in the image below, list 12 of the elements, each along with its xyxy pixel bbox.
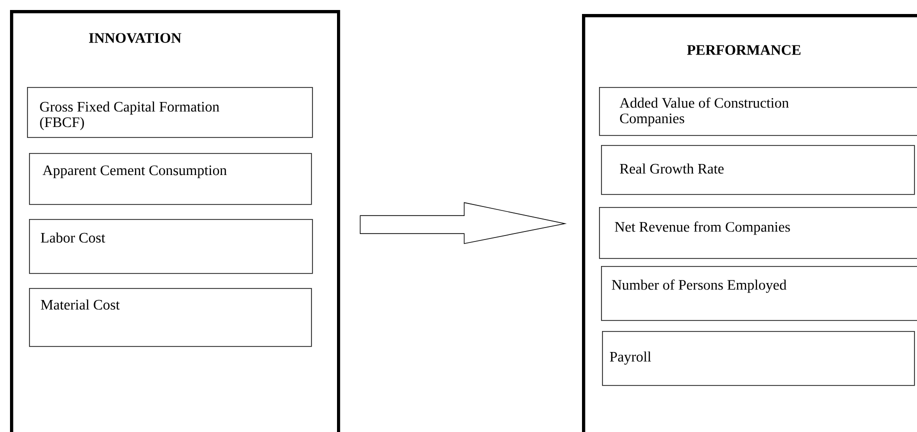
process-box: Added Value of Construction Companies <box>599 87 917 136</box>
panel-title: INNOVATION <box>89 33 182 43</box>
process-box: Number of Persons Employed <box>601 266 917 321</box>
panel-title: PERFORMANCE <box>687 45 800 55</box>
process-box: Real Growth Rate <box>601 145 915 195</box>
process-box: Material Cost <box>29 288 312 347</box>
process-box: Labor Cost <box>29 219 313 274</box>
process-box: Net Revenue from Companies <box>599 207 917 259</box>
block-arrow <box>360 202 567 244</box>
process-box: Apparent Cement Consumption <box>29 153 312 205</box>
process-box: Payroll <box>602 331 915 386</box>
process-box: Gross Fixed Capital Formation (FBCF) <box>27 87 313 138</box>
